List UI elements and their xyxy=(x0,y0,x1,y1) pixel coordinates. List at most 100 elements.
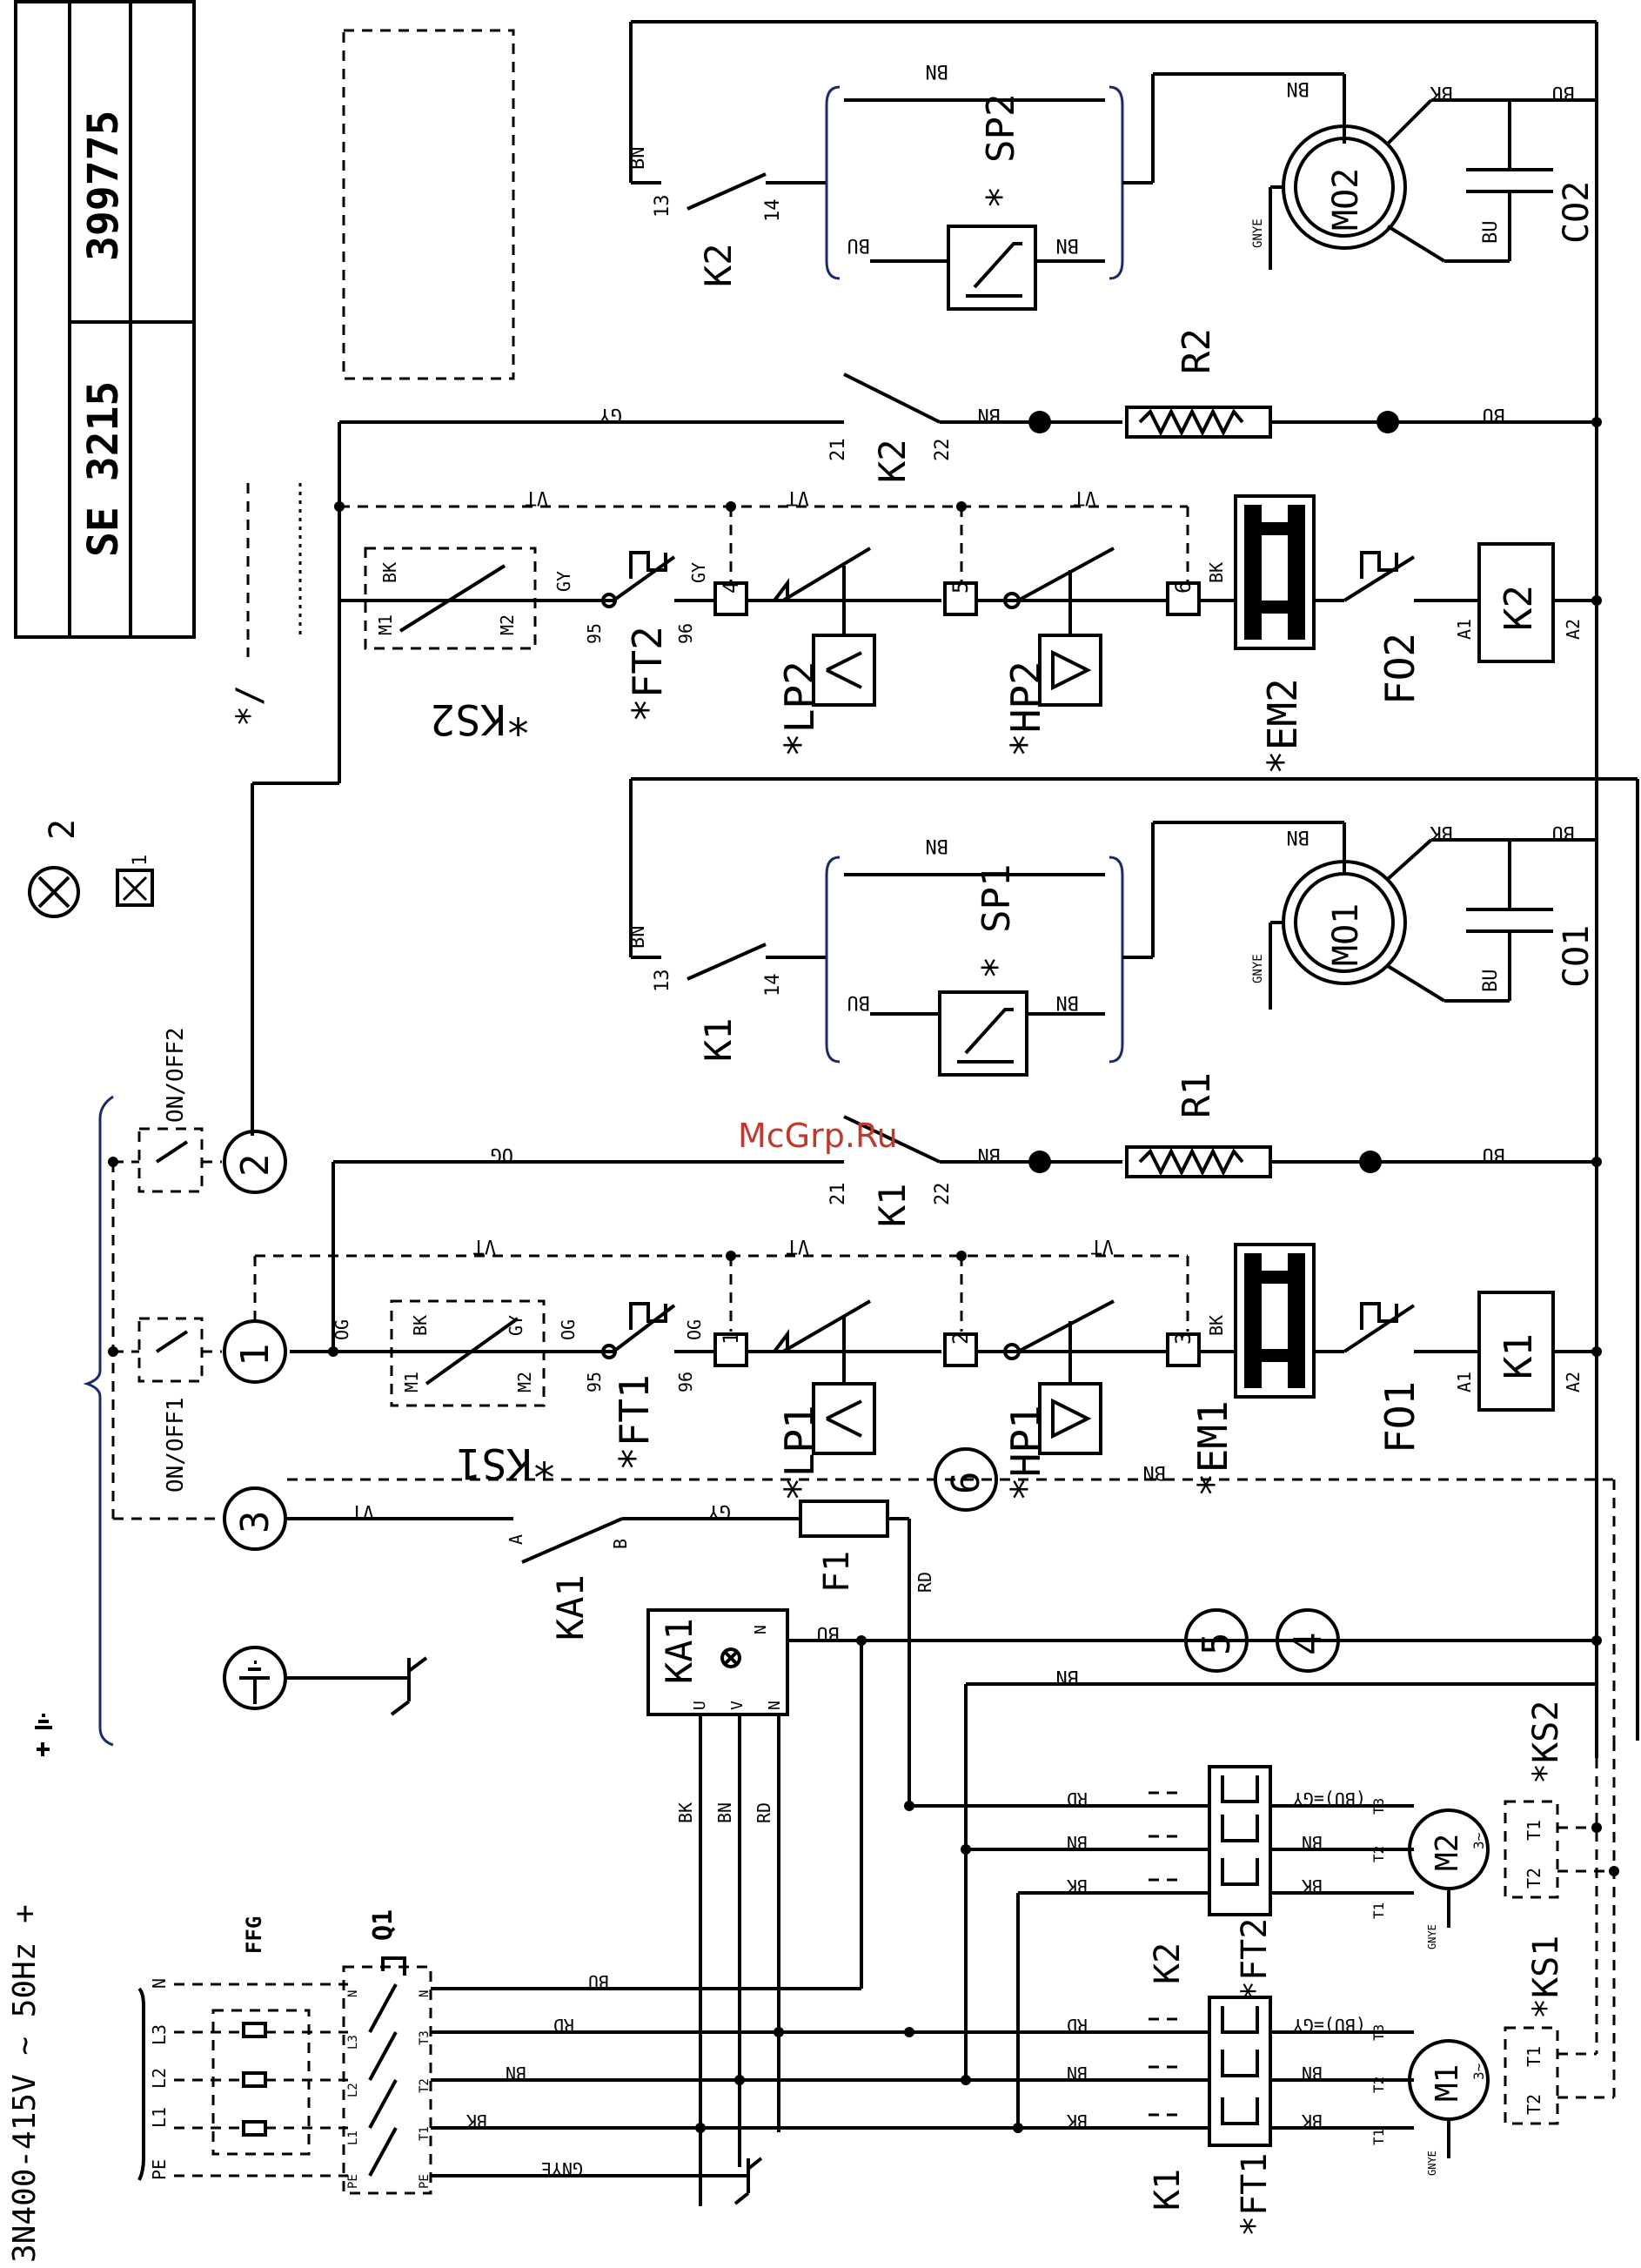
ks1-klixon-label: *KS1 xyxy=(1526,1936,1566,2019)
svg-text:L1: L1 xyxy=(346,2130,360,2145)
em1-label: *EM1 xyxy=(1189,1400,1236,1497)
supply-label: 3N400-415V ~ 50Hz + xyxy=(7,1904,43,2263)
optional-marker: */ xyxy=(230,685,270,727)
hp1-label: *HP1 xyxy=(1002,1405,1049,1501)
svg-text:3: 3 xyxy=(233,1511,278,1534)
svg-text:BN: BN xyxy=(926,835,949,856)
q1-label: Q1 xyxy=(368,1909,399,1941)
svg-text:GY: GY xyxy=(708,1500,732,1522)
m2-label: M2 xyxy=(1430,1834,1465,1871)
svg-text:BN: BN xyxy=(1287,77,1310,99)
svg-text:BK: BK xyxy=(410,1315,431,1336)
svg-text:A2: A2 xyxy=(1563,619,1584,640)
svg-text:BK: BK xyxy=(1430,822,1453,843)
svg-text:BU: BU xyxy=(1480,221,1502,245)
svg-text:BU: BU xyxy=(1552,82,1576,104)
fo1-label: FO1 xyxy=(1376,1381,1423,1453)
switch-block: ON/OFF1 ON/OFF2 1 2 3 xyxy=(83,1027,428,1747)
svg-text:BN: BN xyxy=(926,60,949,82)
svg-text:3~: 3~ xyxy=(1470,1833,1487,1849)
connector-6-icon xyxy=(934,1447,998,1512)
svg-text:U: U xyxy=(691,1701,709,1710)
svg-text:T3: T3 xyxy=(1370,2024,1387,2041)
overload-ft2-icon xyxy=(1208,1765,1272,1916)
svg-text:2: 2 xyxy=(948,1332,973,1345)
svg-text:GY: GY xyxy=(553,571,574,592)
svg-text:BN: BN xyxy=(1056,991,1080,1013)
svg-text:5: 5 xyxy=(948,581,973,594)
svg-text:2: 2 xyxy=(233,1154,278,1178)
svg-text:BK: BK xyxy=(379,562,400,583)
model-number: SE 3215 xyxy=(79,381,128,557)
svg-text:VT: VT xyxy=(473,1235,497,1257)
svg-text:RD: RD xyxy=(754,1802,774,1823)
main-buses xyxy=(629,20,1639,1758)
svg-text:BU: BU xyxy=(817,1622,841,1644)
title-block: SE 3215 399775 xyxy=(14,0,196,639)
sp1-label: * SP1 xyxy=(975,864,1019,979)
svg-text:PE: PE xyxy=(149,2159,170,2180)
r2-label: R2 xyxy=(1175,328,1219,374)
svg-text:GNYE: GNYE xyxy=(541,2158,583,2179)
connector-4-icon xyxy=(1276,1608,1340,1673)
svg-text:BK: BK xyxy=(1206,1315,1227,1336)
svg-text:BN: BN xyxy=(1067,2063,1088,2083)
svg-text:N: N xyxy=(766,1701,784,1710)
svg-text:BK: BK xyxy=(1430,82,1453,104)
svg-text:BN: BN xyxy=(978,1144,1001,1165)
svg-text:T2: T2 xyxy=(418,2078,432,2093)
svg-text:BU: BU xyxy=(1483,1144,1506,1165)
heater-contact-k2: K2 xyxy=(871,439,914,483)
svg-text:BN: BN xyxy=(1143,1461,1167,1483)
ft2-overload-label: *FT2 xyxy=(1235,1918,1275,2002)
control-chain-1: VT VT VT OG M1 M2 BK GY *KS1 OG OG 95 96… xyxy=(253,1235,1602,1501)
svg-text:GY: GY xyxy=(599,404,623,426)
svg-text:N: N xyxy=(149,1978,170,1989)
fo2-label: FO2 xyxy=(1376,633,1423,705)
svg-text:GNYE: GNYE xyxy=(1426,2151,1438,2176)
contactor-coil-k2-icon xyxy=(1477,542,1555,663)
svg-text:21: 21 xyxy=(827,439,849,462)
svg-text:OG: OG xyxy=(684,1319,705,1340)
ks2-label: *KS2 xyxy=(430,694,531,743)
svg-text:BN: BN xyxy=(714,1802,735,1823)
svg-text:BN: BN xyxy=(627,147,649,171)
svg-text:GY: GY xyxy=(506,1315,526,1336)
ka1-contact-label: KA1 xyxy=(549,1574,592,1641)
svg-text:GNYE: GNYE xyxy=(1426,1924,1438,1949)
svg-text:RD: RD xyxy=(1067,1788,1088,1809)
svg-text:RD: RD xyxy=(914,1572,935,1593)
svg-text:(BU)=GY: (BU)=GY xyxy=(1293,1788,1366,1809)
svg-text:T1: T1 xyxy=(1524,2046,1544,2067)
svg-text:BK: BK xyxy=(466,2110,487,2131)
co2-label: CO2 xyxy=(1557,181,1597,244)
svg-text:M2: M2 xyxy=(497,614,518,635)
svg-text:1: 1 xyxy=(130,855,151,866)
svg-text:N: N xyxy=(418,1990,432,1997)
fan-contact-k2: K2 xyxy=(697,243,740,287)
svg-text:GNYE: GNYE xyxy=(1251,218,1265,248)
note-circle-icon xyxy=(28,866,80,918)
svg-text:RD: RD xyxy=(553,2015,574,2036)
em2-label: *EM2 xyxy=(1259,678,1306,775)
on-off1-label: ON/OFF1 xyxy=(163,1397,189,1493)
fan-circuit-1: 13 14 BN K1 BN BU BN * SP1 BN MO1 BK BU … xyxy=(627,821,1597,1077)
svg-text:M1: M1 xyxy=(375,614,396,635)
contactor-coil-k1-icon xyxy=(1477,1291,1555,1412)
heater-contact-k1: K1 xyxy=(871,1183,914,1227)
optional-box xyxy=(342,29,515,380)
svg-text:T3: T3 xyxy=(418,2030,432,2045)
svg-text:BN: BN xyxy=(978,404,1001,426)
svg-text:T1: T1 xyxy=(1370,2129,1387,2145)
svg-text:BK: BK xyxy=(675,1802,696,1823)
svg-text:OG: OG xyxy=(332,1319,352,1340)
svg-text:5: 5 xyxy=(1195,1633,1239,1656)
svg-text:3: 3 xyxy=(1171,1332,1196,1345)
svg-text:BK: BK xyxy=(1302,1875,1323,1896)
ka1-f1-block: VT 6 BN A B KA1 GY F1 RD xyxy=(285,1447,1616,1806)
ft1-label: *FT1 xyxy=(611,1374,658,1471)
r1-label: R1 xyxy=(1175,1072,1219,1118)
svg-text:95: 95 xyxy=(584,623,605,644)
svg-text:BN: BN xyxy=(1067,1832,1088,1853)
